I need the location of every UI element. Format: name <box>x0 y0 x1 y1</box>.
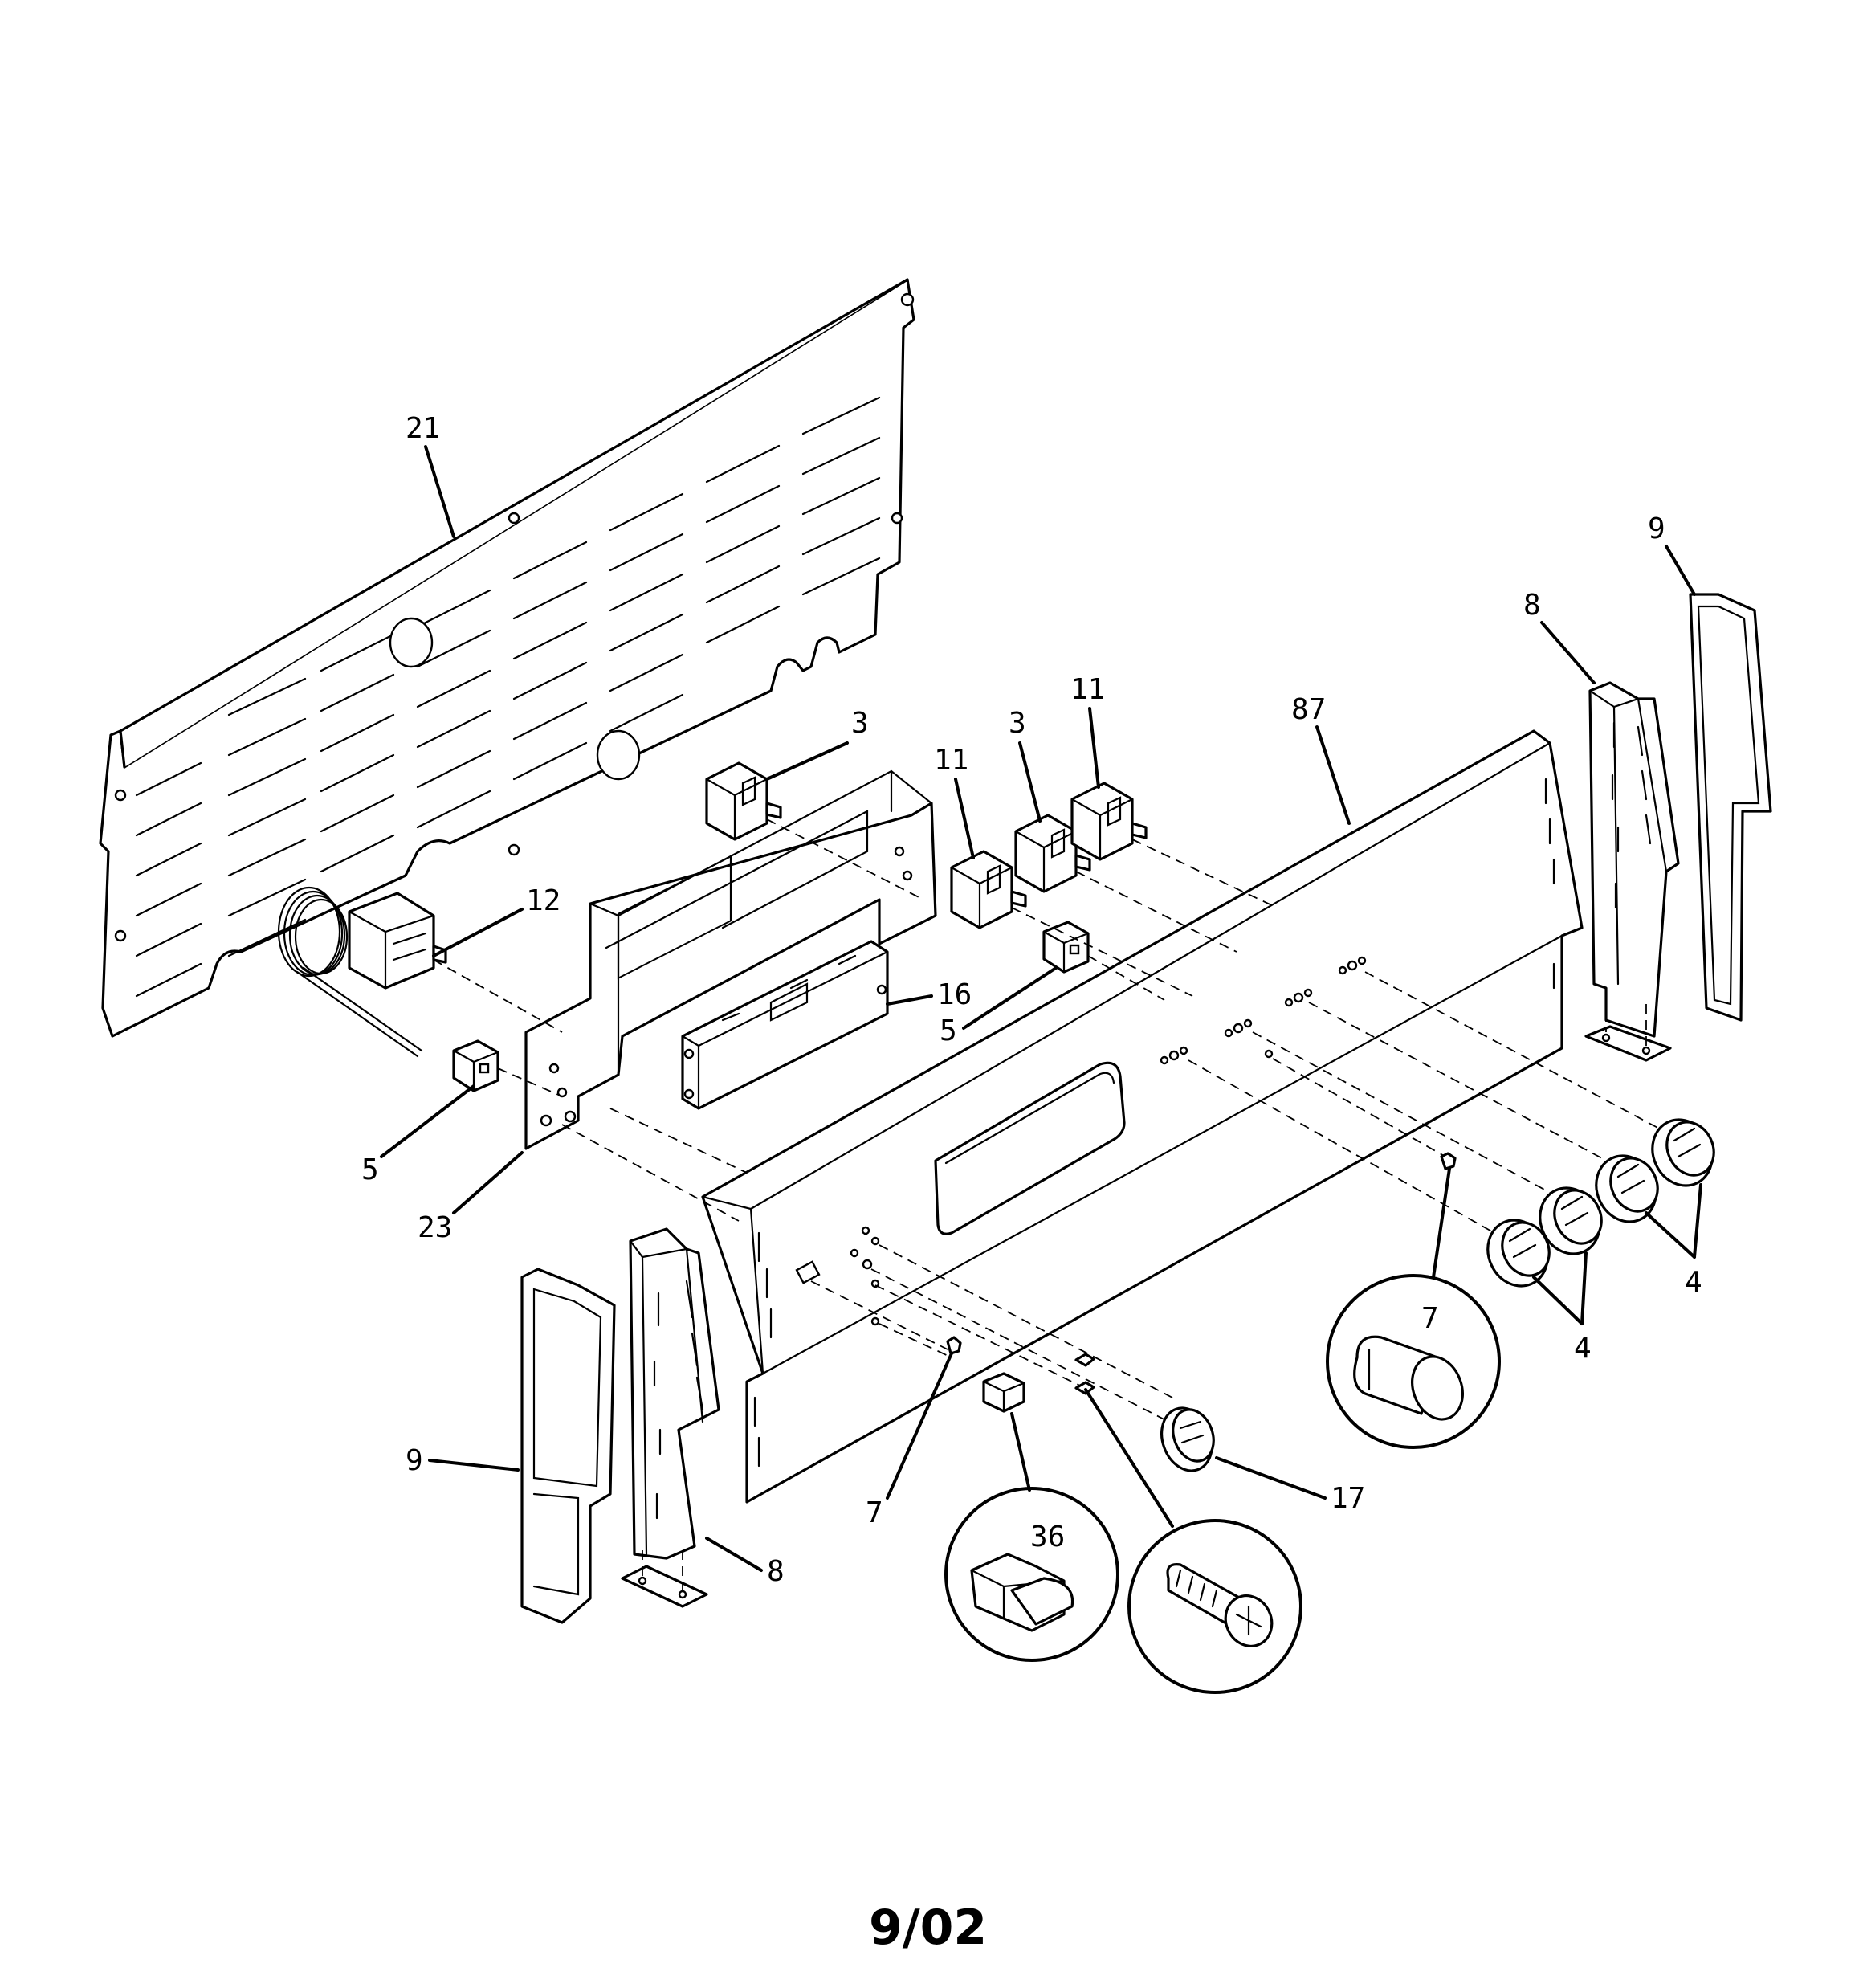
back-panel <box>99 278 915 1038</box>
small-knob <box>1160 1406 1215 1472</box>
leader-lamp-switch-upper <box>962 966 1058 1030</box>
callout-control-board: 16 <box>937 978 972 1011</box>
left-end-support <box>621 1227 720 1608</box>
leader-knobs-lower-a <box>1532 1276 1584 1325</box>
control-board <box>681 940 889 1110</box>
leader-small-knob <box>1215 1456 1327 1500</box>
leader-right-end-cap <box>1665 545 1696 596</box>
leader-control-board <box>886 994 933 1006</box>
date-code: 9/02 <box>869 1900 987 1956</box>
knob-3 <box>1595 1154 1659 1223</box>
callout-knobs-upper: 4 <box>1685 1266 1702 1299</box>
leader-rocker-switch <box>1010 1412 1031 1492</box>
leader-spacer-small <box>886 1352 953 1500</box>
lamp-switch-upper <box>1042 921 1090 974</box>
bracket <box>524 769 937 1150</box>
spacer-small-right <box>1440 1152 1457 1170</box>
knob-4 <box>1651 1118 1715 1187</box>
switch-left-3 <box>705 761 782 841</box>
leader-switch-d <box>954 778 975 859</box>
callout-right-end-support: 8 <box>1523 589 1541 622</box>
callout-left-end-cap: 9 <box>406 1444 423 1477</box>
leader-knobs-upper-a <box>1645 1211 1696 1259</box>
knob-2 <box>1539 1186 1603 1255</box>
leader-right-end-support <box>1540 621 1596 684</box>
callout-switch-c: 11 <box>1070 673 1105 706</box>
callout-switch-b: 3 <box>1009 707 1026 740</box>
leader-knobs-lower-b <box>1580 1251 1588 1325</box>
knobs <box>1486 1118 1715 1288</box>
leader-spacer-detail <box>1432 1167 1451 1279</box>
leader-control-panel <box>1315 725 1351 825</box>
switch-middle-3 <box>1014 814 1091 893</box>
leader-left-end-cap <box>428 1459 520 1472</box>
spacer-small-left <box>946 1336 962 1355</box>
leader-lamp-switch-lower <box>380 1084 475 1158</box>
leader-switch-c <box>1088 707 1100 789</box>
callout-lamp-switch-upper: 5 <box>940 1014 957 1047</box>
knob-1 <box>1486 1219 1551 1288</box>
right-end-cap <box>1689 593 1772 1022</box>
callout-bracket: 23 <box>418 1211 452 1244</box>
callout-bake-switch: 12 <box>526 884 561 917</box>
rocker-switch-detail-circle <box>944 1487 1119 1662</box>
spacer-detail-circle <box>1326 1274 1501 1449</box>
control-panel <box>701 729 1584 1504</box>
leader-screw-detail <box>1084 1388 1174 1528</box>
callout-knobs-lower: 4 <box>1574 1332 1592 1365</box>
switch-middle-11 <box>950 850 1027 929</box>
leader-switch-b <box>1018 741 1042 823</box>
assembly-lines <box>433 818 1675 1431</box>
callout-left-end-support: 8 <box>767 1555 785 1588</box>
leader-back-panel <box>424 445 455 538</box>
callout-control-panel: 87 <box>1291 693 1326 726</box>
callout-switch-a: 3 <box>851 707 869 740</box>
leader-knobs-upper-b <box>1693 1183 1702 1259</box>
callout-lamp-switch-lower: 5 <box>361 1153 379 1186</box>
leader-bracket <box>452 1151 524 1214</box>
callout-small-knob: 17 <box>1331 1482 1365 1515</box>
callout-spacer-small: 7 <box>866 1496 883 1529</box>
bake-switch <box>348 892 447 990</box>
callout-back-panel: 21 <box>406 412 440 445</box>
left-end-cap <box>520 1268 616 1624</box>
lamp-switch-lower <box>452 1039 499 1092</box>
callout-right-end-cap: 9 <box>1648 512 1665 545</box>
switch-right-11 <box>1070 782 1148 861</box>
leader-switch-a <box>765 741 849 781</box>
callout-rocker-switch: 36 <box>1030 1521 1065 1553</box>
screws <box>1074 1353 1095 1395</box>
screw-detail-circle <box>1127 1519 1302 1694</box>
rocker-switch-small <box>982 1372 1025 1413</box>
leader-left-end-support <box>705 1537 763 1572</box>
right-end-support <box>1584 681 1680 1062</box>
leader-bake-switch <box>432 908 524 957</box>
vent-slots <box>135 396 881 998</box>
callout-switch-d: 11 <box>934 744 968 777</box>
callout-spacer-detail: 7 <box>1421 1302 1439 1335</box>
thermostat-coil <box>277 886 423 1058</box>
